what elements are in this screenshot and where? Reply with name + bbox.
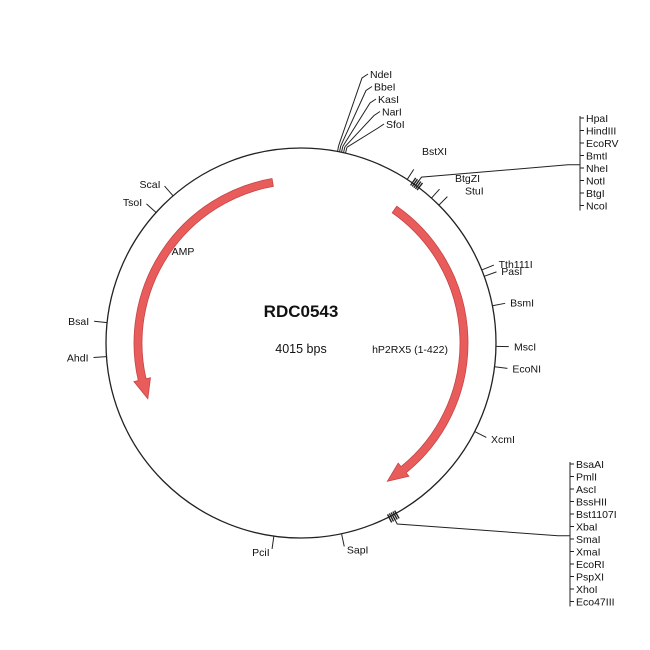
plasmid-name: RDC0543 <box>264 302 339 321</box>
site-cluster-tick <box>339 145 342 152</box>
site-label-bsai: BsaI <box>68 316 89 328</box>
site-leader <box>342 98 377 147</box>
site-cluster-tick <box>411 178 419 187</box>
site-tick-tsoi <box>146 203 157 213</box>
feature-label-amp: AMP <box>172 246 195 258</box>
site-cluster-tick <box>416 182 424 191</box>
site-label-xhoi: XhoI <box>576 584 598 596</box>
site-leader <box>344 111 381 148</box>
site-label-sfoi: SfoI <box>386 119 405 131</box>
site-label-bsaai: BsaAI <box>576 459 604 471</box>
site-tick-pcii <box>271 536 275 550</box>
feature-label-hp2rx5: hP2RX5 (1-422) <box>372 344 448 356</box>
site-label-pcii: PciI <box>252 547 270 559</box>
site-group-leader <box>415 164 580 186</box>
site-cluster-tick <box>394 510 400 519</box>
site-label-bsmi: BsmI <box>510 298 534 310</box>
site-tick-bsai <box>94 320 108 324</box>
site-label-ndei: NdeI <box>370 69 392 81</box>
backbone-circle <box>105 147 497 539</box>
site-label-xcmi: XcmI <box>491 434 515 446</box>
site-label-ecorv: EcoRV <box>586 138 619 150</box>
site-label-bstxi: BstXI <box>422 146 447 158</box>
site-label-bst1107i: Bst1107I <box>576 509 617 521</box>
site-label-smai: SmaI <box>576 534 601 546</box>
plasmid-size: 4015 bps <box>275 342 326 356</box>
site-label-bbei: BbeI <box>374 82 396 94</box>
site-label-stui: StuI <box>465 186 484 198</box>
site-label-ecori: EcoRI <box>576 559 605 571</box>
site-label-sapi: SapI <box>347 544 369 556</box>
site-leader <box>340 86 373 147</box>
site-label-bsshii: BssHII <box>576 497 607 509</box>
site-cluster-tick <box>341 146 344 153</box>
site-label-xbai: XbaI <box>576 522 598 534</box>
site-label-tth111i: Tth111I <box>499 259 533 271</box>
site-label-btgi: BtgI <box>586 188 605 200</box>
site-cluster-tick <box>388 513 395 522</box>
site-tick-bstxi <box>406 169 415 180</box>
site-cluster-tick <box>343 146 346 153</box>
site-label-ahdi: AhdI <box>67 353 89 365</box>
site-tick-stui <box>438 196 448 206</box>
feature-arrow-hp2rx5 <box>386 205 469 482</box>
site-tick-sapi <box>341 533 345 547</box>
site-tick-btgzi <box>431 188 440 199</box>
site-tick-bsmi <box>492 302 506 307</box>
site-label-ncoi: NcoI <box>586 201 608 213</box>
site-label-pspxi: PspXI <box>576 572 604 584</box>
site-label-nhei: NheI <box>586 163 608 175</box>
site-tick-scai <box>164 185 174 197</box>
site-label-scai: ScaI <box>140 179 161 191</box>
site-label-pmli: PmlI <box>576 472 597 484</box>
site-label-msci: MscI <box>514 342 536 354</box>
site-tick-xcmi <box>474 431 487 438</box>
site-group-leader <box>392 514 570 537</box>
site-tick-ahdi <box>93 356 107 359</box>
site-tick-econi <box>494 366 508 369</box>
site-label-noti: NotI <box>586 176 605 188</box>
site-label-hpai: HpaI <box>586 113 608 125</box>
site-label-econi: EcoNI <box>512 364 541 376</box>
site-label-hindiii: HindIII <box>586 126 616 138</box>
site-cluster-tick <box>386 514 393 523</box>
site-tick-pasi <box>484 271 497 277</box>
site-label-bmti: BmtI <box>586 151 608 163</box>
site-label-kasi: KasI <box>378 94 399 106</box>
site-label-pasi: PasI <box>501 266 522 278</box>
site-group-bsaai-group: BsaAIPmlIAscIBssHIIBst1107IXbaISmaIXmaIE… <box>386 459 617 609</box>
site-cluster-tick <box>392 511 398 520</box>
site-cluster-tick <box>345 147 348 154</box>
site-label-tsoi: TsoI <box>123 197 142 209</box>
site-label-asci: AscI <box>576 484 596 496</box>
feature-arrow-amp <box>133 178 274 400</box>
site-leader <box>346 123 385 148</box>
site-leader <box>338 73 369 146</box>
site-cluster-tick <box>337 145 340 152</box>
site-group-bstxi-group: BstXI <box>406 146 447 180</box>
site-label-xmai: XmaI <box>576 547 601 559</box>
site-label-nari: NarI <box>382 107 402 119</box>
site-cluster-tick <box>414 181 422 190</box>
site-tick-tth111i <box>481 264 495 271</box>
site-label-eco47iii: Eco47III <box>576 597 615 609</box>
feature-layer: AMP hP2RX5 (1-422) <box>133 178 469 482</box>
site-cluster-tick <box>410 177 417 186</box>
site-label-btgzi: BtgZI <box>455 173 480 185</box>
